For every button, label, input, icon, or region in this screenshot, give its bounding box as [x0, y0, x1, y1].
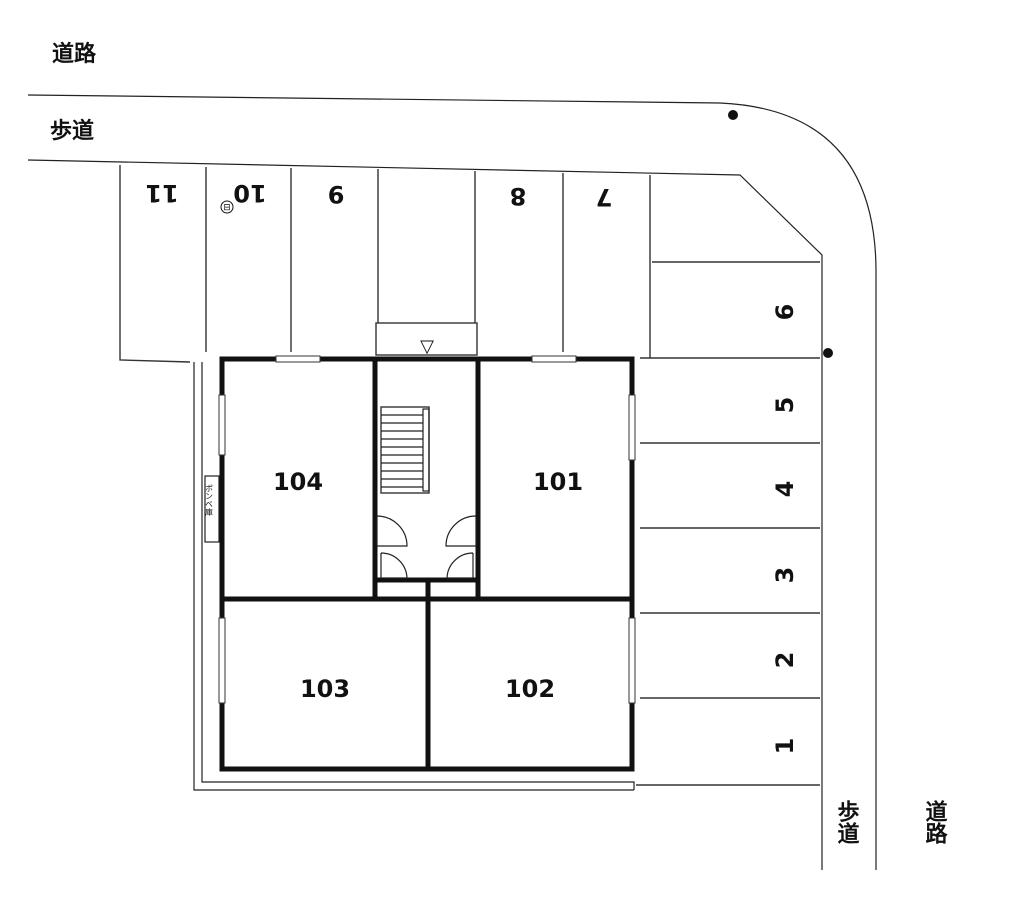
door-104 [376, 515, 408, 547]
gas-cylinder-storage [204, 475, 220, 543]
parking-10: 10 [233, 179, 266, 207]
door-101 [445, 515, 477, 547]
road-label-top: 道路 [52, 41, 97, 67]
unit-103: 103 [300, 675, 350, 703]
site-boundary [193, 362, 635, 791]
gas-cylinder-storage-label: ボンベ庫 [205, 484, 214, 517]
road-label-right: 道路 [922, 799, 948, 844]
parking-9: 9 [328, 180, 345, 208]
parking-2: 2 [771, 652, 799, 669]
parking-7: 7 [596, 183, 613, 211]
building: ボンベ庫 [204, 355, 636, 772]
entrance-symbol: ▽ [420, 336, 434, 357]
parking-1: 1 [771, 738, 799, 755]
window [275, 355, 321, 363]
door-103 [380, 552, 408, 579]
parking-6: 6 [771, 304, 799, 321]
unit-104: 104 [273, 468, 323, 496]
unit-102: 102 [505, 675, 555, 703]
parking-symbol: ⊟ [223, 203, 231, 213]
parking-8: 8 [510, 182, 527, 210]
door-102 [446, 552, 474, 579]
staircase [380, 406, 430, 494]
corner-marker-top [728, 110, 738, 120]
sidewalk-outer-edge [27, 94, 877, 870]
parking-11: 11 [145, 179, 178, 207]
window [531, 355, 577, 363]
sidewalk-label-right: 歩道 [834, 800, 860, 844]
unit-101: 101 [533, 468, 583, 496]
parking-symbol-circle [220, 200, 234, 214]
parking-top-strip: ▽ [119, 165, 651, 363]
corner-marker-right [823, 348, 833, 358]
sidewalk-inner-edge [27, 159, 823, 870]
parking-5: 5 [771, 397, 799, 414]
parking-4: 4 [771, 481, 799, 498]
sidewalk-label-top: 歩道 [50, 118, 94, 144]
parking-3: 3 [771, 567, 799, 584]
entrance-canopy [375, 322, 478, 356]
parking-right-strip [636, 261, 820, 786]
window [628, 394, 636, 461]
window [628, 617, 636, 704]
window [218, 394, 226, 456]
window [218, 617, 226, 704]
